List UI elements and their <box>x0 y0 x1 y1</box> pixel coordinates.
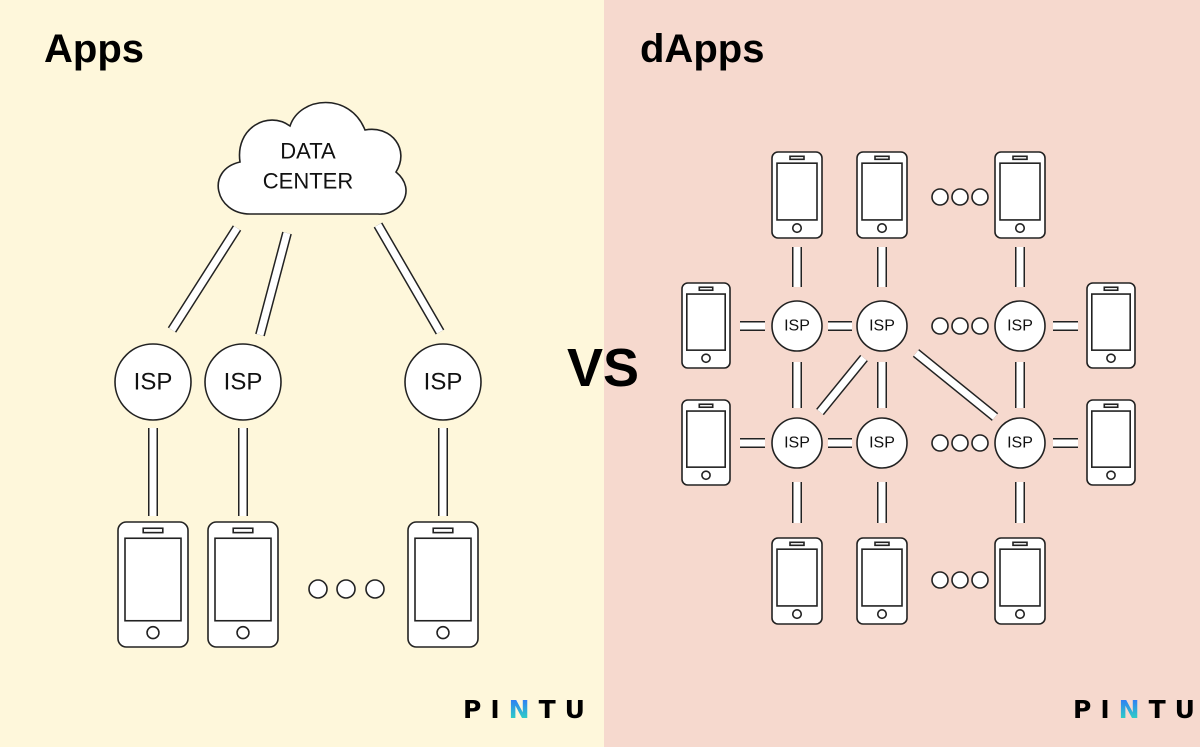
isp-label: ISP <box>134 369 173 396</box>
smartphone-icon <box>771 151 823 239</box>
connection-link <box>255 231 292 337</box>
connection-link <box>816 354 868 416</box>
smartphone-icon <box>994 151 1046 239</box>
smartphone-icon <box>1086 282 1136 369</box>
smartphone-icon <box>117 521 189 648</box>
connection-link <box>373 222 445 335</box>
isp-label: ISP <box>784 435 810 452</box>
isp-label: ISP <box>784 318 810 335</box>
isp-node: ISP <box>204 343 282 421</box>
smartphone-icon <box>1086 399 1136 486</box>
smartphone-icon <box>681 399 731 486</box>
ellipsis-dots <box>931 571 989 589</box>
isp-node: ISP <box>771 417 823 469</box>
isp-node: ISP <box>856 300 908 352</box>
smartphone-icon <box>856 151 908 239</box>
smartphone-icon <box>407 521 479 648</box>
isp-label: ISP <box>869 318 895 335</box>
right-panel-background <box>604 0 1200 747</box>
smartphone-icon <box>994 537 1046 625</box>
svg-text:PINTU: PINTU <box>1073 695 1200 724</box>
cloud-label-line2: CENTER <box>263 169 353 194</box>
connection-link <box>167 225 242 333</box>
dapps-title: dApps <box>640 27 764 71</box>
pintu-logo-left: PINTU <box>463 695 594 724</box>
ellipsis-dots <box>931 188 989 206</box>
isp-node: ISP <box>994 300 1046 352</box>
smartphone-icon <box>856 537 908 625</box>
isp-node: ISP <box>994 417 1046 469</box>
isp-node: ISP <box>856 417 908 469</box>
isp-node: ISP <box>771 300 823 352</box>
isp-label: ISP <box>1007 435 1033 452</box>
isp-label: ISP <box>424 369 463 396</box>
connection-link <box>912 349 999 421</box>
isp-node: ISP <box>114 343 192 421</box>
ellipsis-dots <box>308 579 385 599</box>
smartphone-icon <box>771 537 823 625</box>
isp-node: ISP <box>404 343 482 421</box>
pintu-logo-right: PINTU <box>1073 695 1200 724</box>
isp-label: ISP <box>224 369 263 396</box>
smartphone-icon <box>681 282 731 369</box>
data-center-cloud-icon: DATA CENTER <box>217 101 407 215</box>
cloud-label-line1: DATA <box>280 139 336 164</box>
isp-label: ISP <box>1007 318 1033 335</box>
vs-label: VS <box>567 338 639 398</box>
apps-title: Apps <box>44 27 144 71</box>
smartphone-icon <box>207 521 279 648</box>
ellipsis-dots <box>931 434 989 452</box>
ellipsis-dots <box>931 317 989 335</box>
svg-text:PINTU: PINTU <box>463 695 594 724</box>
isp-label: ISP <box>869 435 895 452</box>
